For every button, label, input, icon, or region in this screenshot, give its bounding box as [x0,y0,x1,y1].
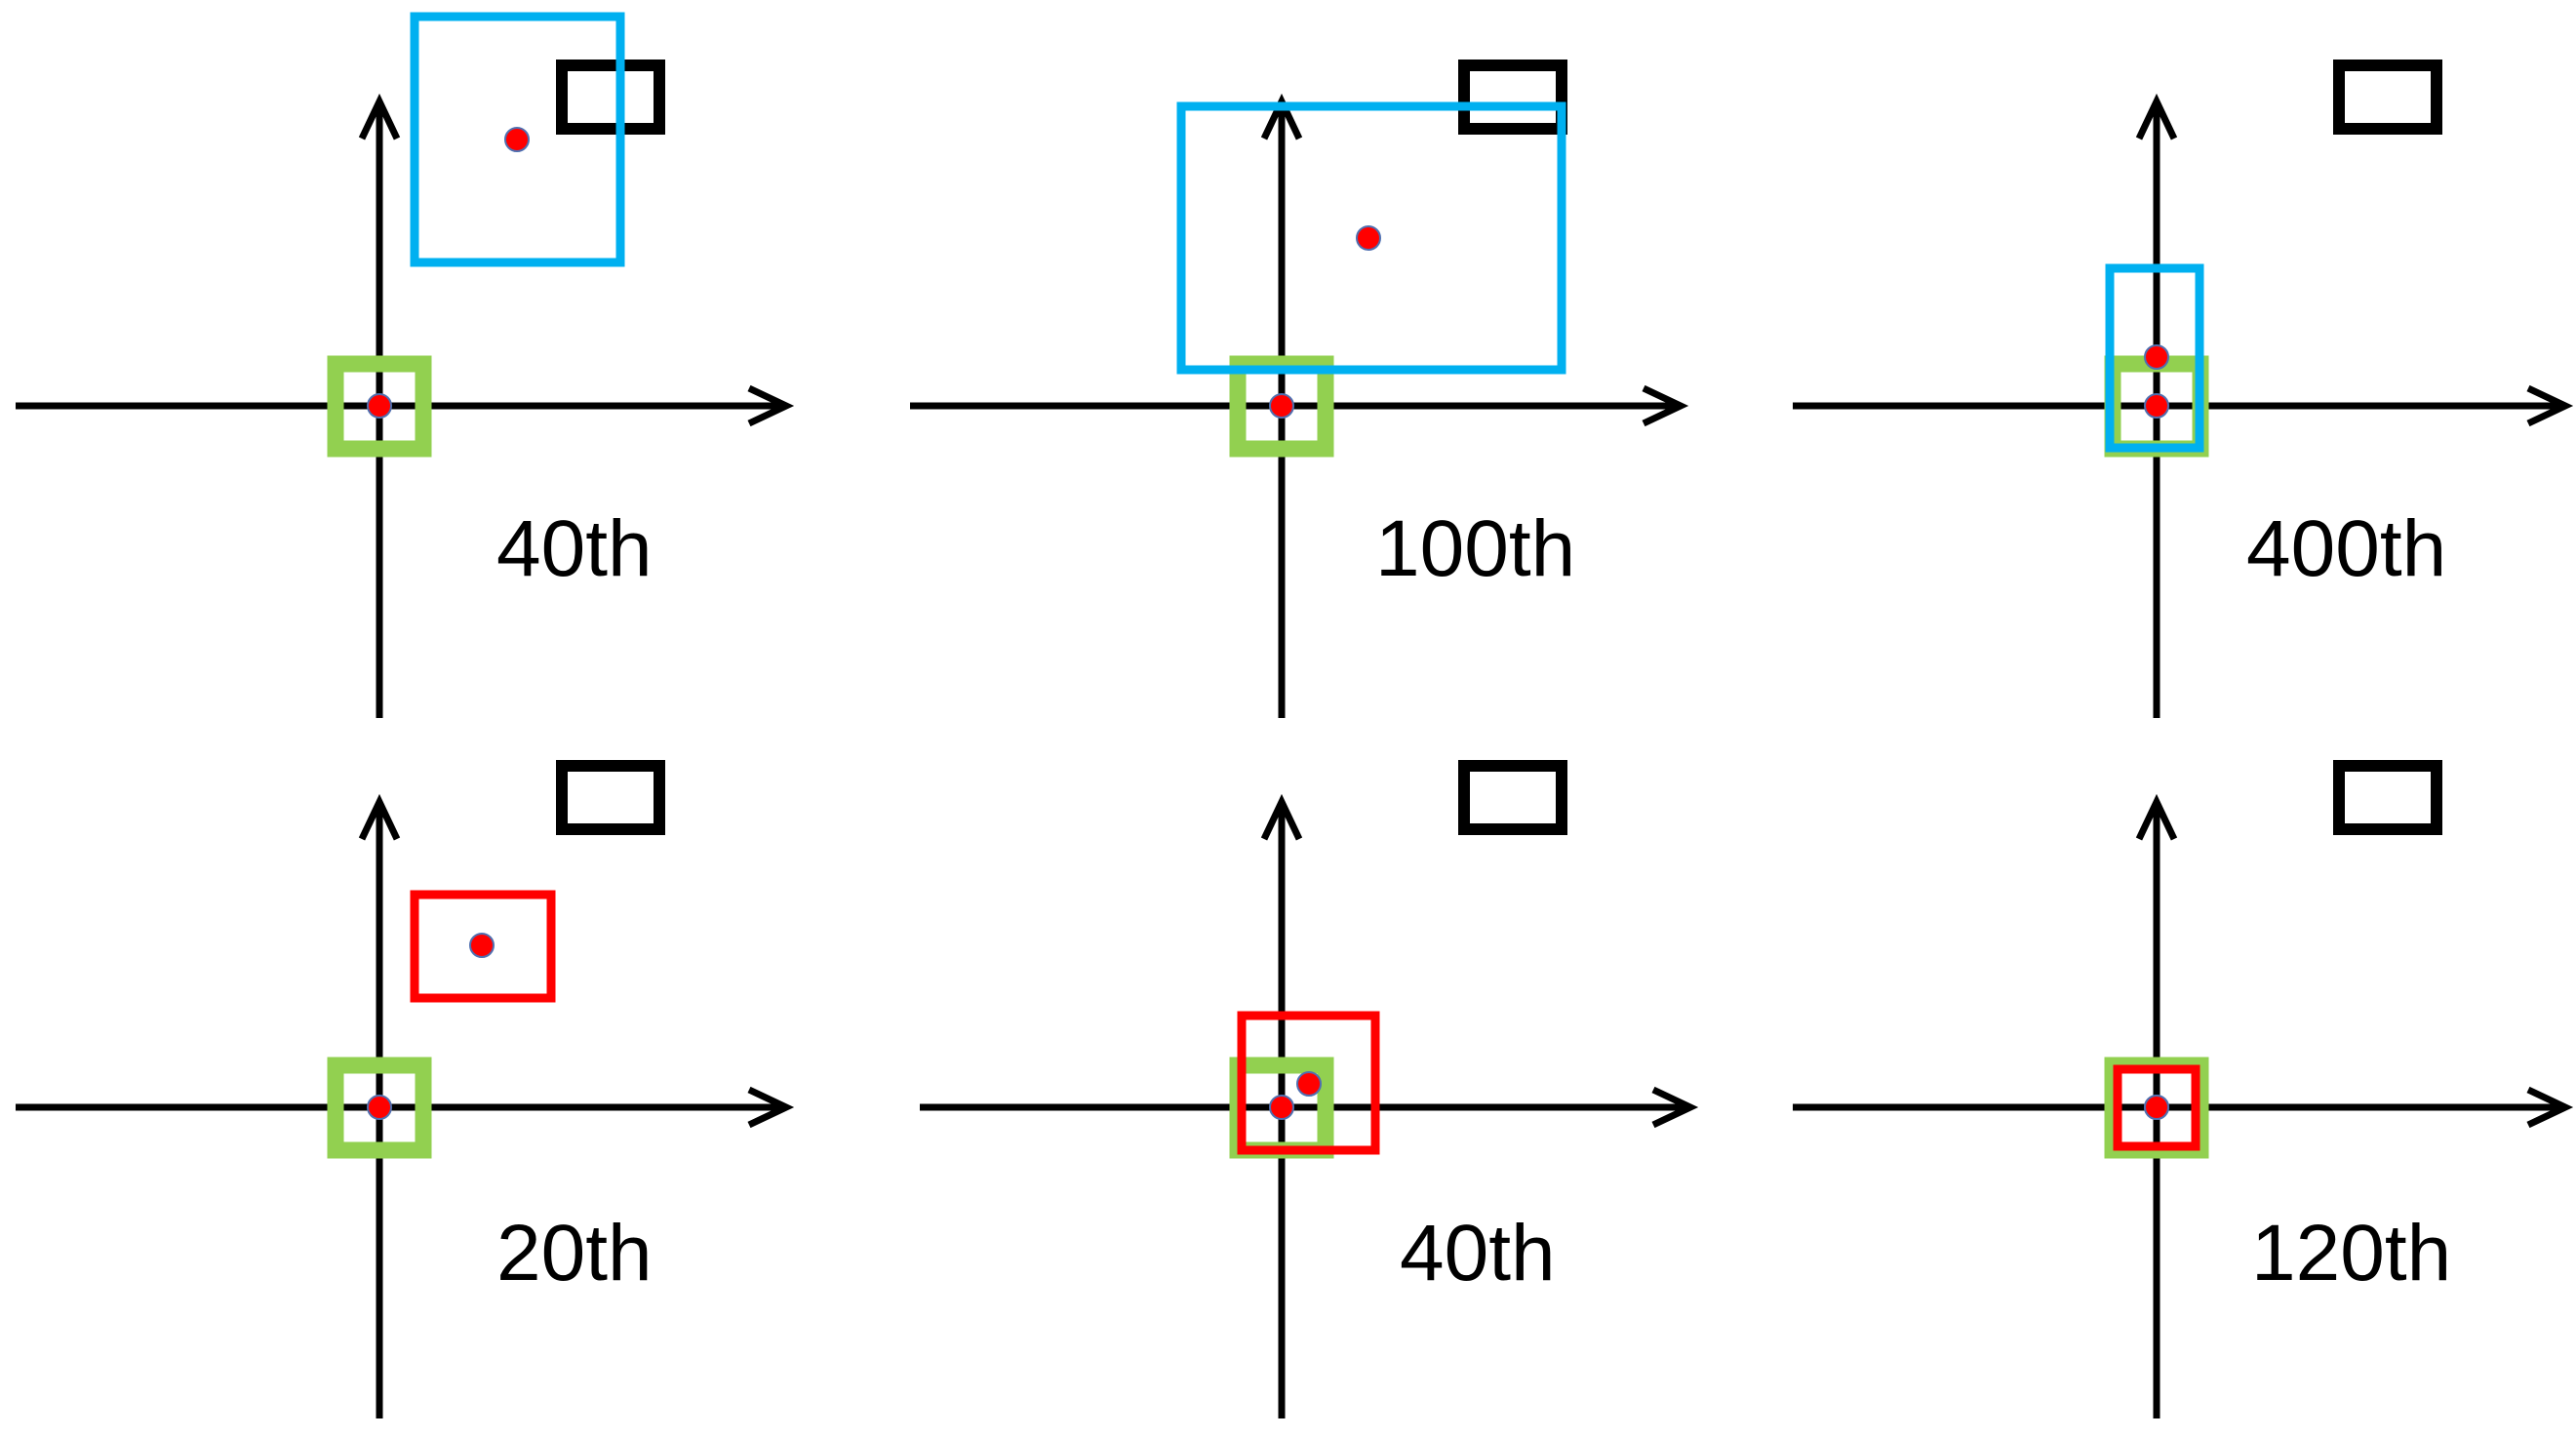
predicted-center-dot [504,127,530,152]
panel-top-left: 40th [16,12,795,718]
origin-dot [367,1095,392,1120]
target-box [2333,60,2442,135]
x-axis-arrowhead [2526,384,2574,427]
x-axis-arrowhead [747,384,795,427]
origin-box [327,1057,432,1159]
predicted-center-dot [1296,1071,1322,1097]
target-box [1458,60,1567,135]
iteration-label: 20th [496,1209,653,1298]
origin-box [1229,355,1334,458]
predicted-center-dot [1356,225,1381,251]
x-axis-arrowhead [747,1086,795,1129]
y-axis-arrowhead [358,93,401,140]
iteration-label: 400th [2246,504,2446,593]
y-axis-arrowhead [358,793,401,841]
y-axis-arrowhead [2135,793,2178,841]
target-box [1458,760,1567,835]
origin-box [327,355,432,458]
y-axis-arrowhead [2135,93,2178,140]
panel-bottom-left: 20th [16,760,795,1418]
origin-dot [1269,1095,1294,1120]
predicted-center-dot [469,933,495,958]
predicted-box [1237,1011,1380,1155]
panel-bottom-middle: 40th [920,760,1699,1418]
target-box [2333,760,2442,835]
y-axis-arrowhead [1260,793,1303,841]
target-box [556,760,665,835]
origin-dot [2144,393,2169,419]
predicted-box [2105,263,2204,453]
panel-top-middle: 100th [910,60,1689,718]
origin-dot [1269,393,1294,419]
predicted-center-dot [2144,344,2169,370]
predicted-box [410,12,625,267]
target-box [556,60,665,135]
y-axis-arrowhead [1260,93,1303,140]
iteration-label: 40th [496,504,653,593]
panel-bottom-right: 120th [1793,760,2574,1418]
predicted-box [1176,101,1566,375]
panel-top-right: 400th [1793,60,2574,718]
predicted-center-dot [2144,1095,2169,1120]
x-axis-arrowhead [2526,1086,2574,1129]
iteration-label: 100th [1375,504,1575,593]
x-axis-arrowhead [1651,1086,1699,1129]
x-axis-arrowhead [1642,384,1689,427]
iteration-label: 120th [2251,1209,2451,1298]
origin-dot [367,393,392,419]
predicted-box [410,890,556,1003]
iteration-label: 40th [1400,1209,1556,1298]
predicted-box [2113,1064,2200,1151]
